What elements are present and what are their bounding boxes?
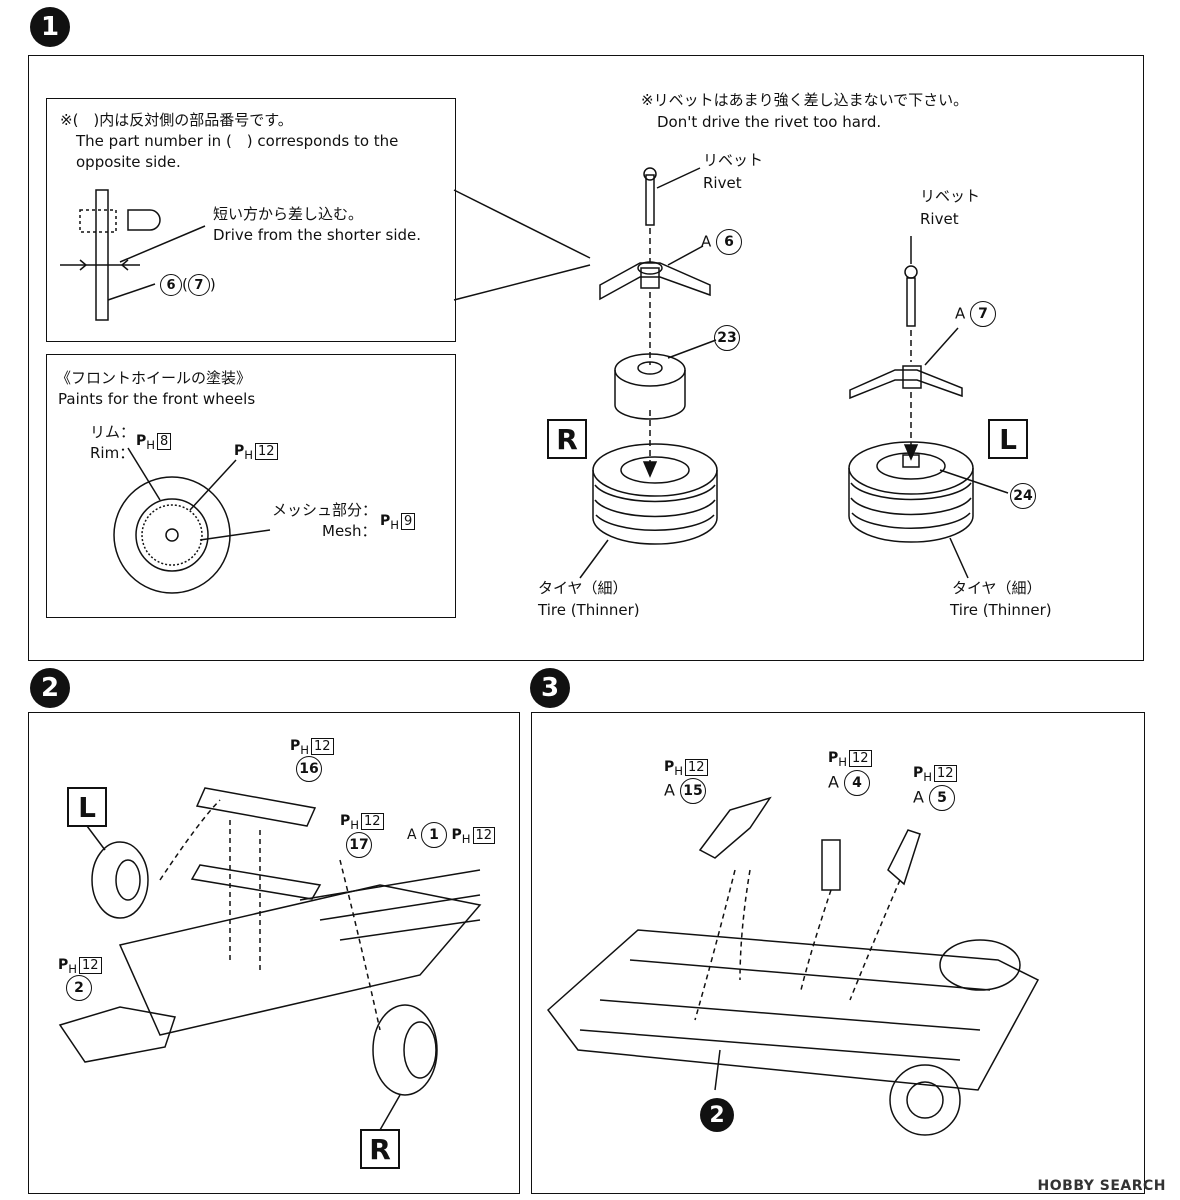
step-3-panel (531, 712, 1145, 1194)
part-a4-label: A 4 (828, 770, 871, 796)
side-l-badge: L (988, 419, 1028, 459)
front-wheel-rim (135, 498, 209, 572)
rivet-right-jp: リベット (703, 151, 764, 169)
note-jp: ※( )内は反対側の部品番号です。 (60, 111, 293, 129)
part-a7-label: A 7 (955, 301, 997, 327)
part-17-number: 17 (346, 832, 372, 858)
pin-rivet-head (127, 209, 161, 231)
rivet-left-en: Rivet (920, 210, 959, 228)
step3-ref-step2: 2 (700, 1098, 734, 1132)
note-box (46, 98, 456, 342)
part-16 (195, 787, 317, 827)
part-6-number: 6 (160, 274, 182, 296)
mesh-jp: メッシュ部分： (272, 501, 378, 519)
part-4 (821, 839, 841, 891)
note-en-1: The part number in ( ) corresponds to th… (76, 132, 399, 150)
part-17 (190, 864, 322, 900)
part-a15-label: A 15 (664, 778, 707, 804)
left-wheel (91, 841, 149, 919)
rivet-warning-jp: ※リベットはあまり強く差し込まないで下さい。 (641, 91, 969, 109)
wheel-23 (614, 353, 686, 387)
knuckle-a6 (599, 262, 711, 301)
front-wheel-mesh (141, 504, 203, 566)
pin-shaft (95, 189, 109, 321)
front-wheel-tire (113, 476, 231, 594)
step2-side-r: R (360, 1129, 400, 1169)
watermark: HOBBY SEARCH (1037, 1178, 1166, 1194)
note-callout-line (453, 189, 591, 259)
drive-jp: 短い方から差し込む。 (213, 205, 364, 223)
part-6-7-label: 6(7) (160, 274, 216, 296)
paint-box (46, 354, 456, 618)
mesh-en: Mesh： (322, 522, 377, 540)
rim-jp: リム： (90, 423, 136, 441)
step-3-badge: 3 (530, 668, 570, 708)
side-r-badge: R (547, 419, 587, 459)
tire-right (592, 443, 718, 497)
part-23-label: 23 (714, 325, 740, 351)
tire-left-jp: タイヤ（細） (952, 579, 1042, 597)
part-2-number: 2 (66, 975, 92, 1001)
paint-title-en: Paints for the front wheels (58, 390, 256, 408)
rivet-warning-en: Don't drive the rivet too hard. (657, 113, 882, 131)
tire-left-en: Tire (Thinner) (950, 601, 1052, 619)
rim-en: Rim： (90, 444, 135, 462)
front-wheel (939, 939, 1021, 991)
rivet-right (645, 174, 655, 226)
drive-en: Drive from the shorter side. (213, 226, 422, 244)
rivet-left-jp: リベット (920, 187, 981, 205)
part-5 (887, 829, 921, 886)
chassis-bottom (546, 929, 1040, 1091)
right-wheel (372, 1004, 438, 1096)
part-24-label: 24 (1010, 483, 1036, 509)
pin-collar (79, 209, 117, 233)
step2-side-l: L (67, 787, 107, 827)
part-7-number: 7 (187, 274, 210, 296)
knuckle-a7 (849, 369, 963, 400)
rivet-right-en: Rivet (703, 174, 742, 192)
part-2 (58, 1006, 176, 1063)
tire-right-en: Tire (Thinner) (538, 601, 640, 619)
step-1-badge: 1 (30, 7, 70, 47)
part-15 (698, 796, 772, 859)
step-2-badge: 2 (30, 668, 70, 708)
tire-right-jp: タイヤ（細） (538, 579, 628, 597)
part-a5-label: A 5 (913, 785, 956, 811)
part-a6-label: A 6 (701, 229, 743, 255)
paint-title-jp: 《フロントホイールの塗装》 (56, 369, 252, 387)
rivet-left (906, 277, 916, 327)
part-16-number: 16 (296, 756, 322, 782)
note-en-2: opposite side. (76, 153, 181, 171)
rear-wheel (889, 1064, 961, 1136)
chassis-front (118, 884, 482, 1036)
